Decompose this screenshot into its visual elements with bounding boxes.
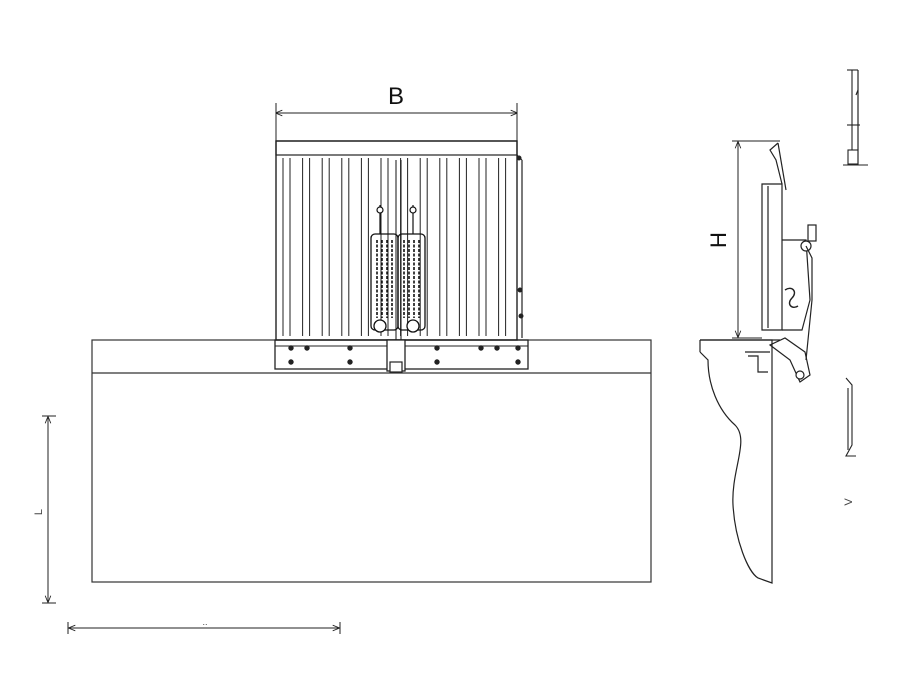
dimension-bottom [67, 622, 341, 634]
lip-section [768, 337, 811, 383]
detail-label-v: V [843, 498, 855, 506]
dimension-b-label: B [388, 83, 404, 110]
dimension-bottom-label: .. [202, 617, 207, 627]
spring-left [370, 233, 399, 331]
dock-body [91, 339, 652, 583]
plate-top-bar [275, 140, 518, 156]
dimension-h [732, 140, 780, 339]
mechanism-housing [782, 239, 811, 331]
spring-right [397, 233, 426, 331]
spring-assembly [370, 160, 426, 345]
side-spring [784, 287, 799, 308]
dimension-l-label: L [33, 509, 45, 515]
dimension-b [276, 103, 517, 141]
dimension-l [42, 415, 56, 604]
leveler-plate [275, 140, 524, 341]
pit-profile [699, 339, 773, 584]
plate-ribs [282, 158, 507, 336]
detail-top-right [843, 69, 868, 166]
dimension-h-label: H [706, 232, 731, 248]
side-view [699, 142, 817, 584]
dock-outline [91, 339, 652, 583]
hinge-bolts [288, 345, 521, 365]
deck-section [761, 183, 783, 331]
spring-coils [376, 240, 420, 318]
detail-right-middle [845, 377, 856, 457]
lip-hinge-bar [274, 339, 529, 373]
